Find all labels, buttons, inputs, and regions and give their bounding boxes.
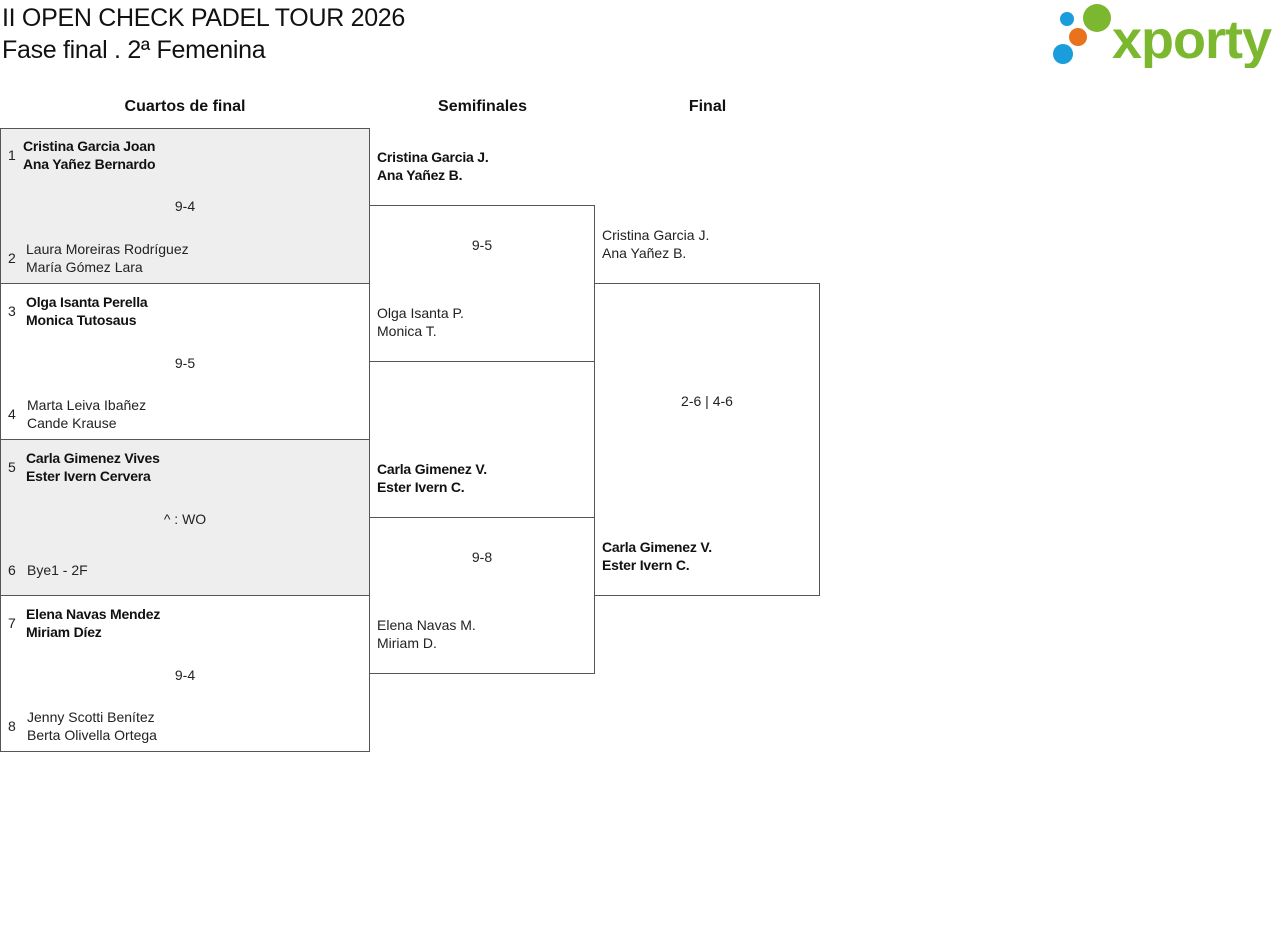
match-score: 9-4	[174, 198, 196, 214]
logo-dot-green	[1083, 4, 1111, 32]
player-name: Elena Navas Mendez	[26, 606, 161, 622]
round-title-final: Final	[688, 98, 727, 115]
seed-number: 7	[8, 615, 16, 631]
player-name: Cristina Garcia Joan	[23, 138, 156, 154]
round-title-semis: Semifinales	[438, 98, 527, 115]
player-name: Cande Krause	[27, 415, 117, 431]
seed-number: 8	[8, 718, 16, 734]
player-name: Cristina Garcia J.	[377, 149, 489, 165]
pair-loser: Jenny Scotti Benítez Berta Olivella Orte…	[27, 708, 157, 744]
match-score: 9-5	[471, 237, 493, 253]
player-name: María Gómez Lara	[26, 259, 143, 275]
player-name: Miriam Díez	[26, 624, 102, 640]
round-title-quarters: Cuartos de final	[124, 98, 246, 115]
pair-winner: Olga Isanta Perella Monica Tutosaus	[26, 293, 148, 329]
player-name: Bye1 - 2F	[27, 562, 88, 578]
pair-winner: Carla Gimenez Vives Ester Ivern Cervera	[26, 449, 160, 485]
seed-number: 4	[8, 406, 16, 422]
player-name: Monica T.	[377, 323, 437, 339]
header: II OPEN CHECK PADEL TOUR 2026 Fase final…	[2, 2, 405, 66]
seed-number: 5	[8, 459, 16, 475]
pair-winner: Elena Navas Mendez Miriam Díez	[26, 605, 160, 641]
player-name: Ana Yañez Bernardo	[23, 156, 156, 172]
logo-dot-blue-large	[1053, 44, 1073, 64]
player-name: Laura Moreiras Rodríguez	[26, 241, 189, 257]
final-match: 2-6 | 4-6 Carla Gimenez V. Ester Ivern C…	[594, 283, 820, 596]
seed-number: 1	[8, 147, 16, 163]
semifinal-1-top-pair: Cristina Garcia J. Ana Yañez B.	[377, 148, 489, 184]
logo-wordmark: xporty	[1112, 10, 1272, 68]
player-name: Ester Ivern Cervera	[26, 468, 151, 484]
player-name: Ana Yañez B.	[602, 245, 687, 261]
match-score: 9-4	[174, 667, 196, 683]
player-name: Ester Ivern C.	[602, 557, 690, 573]
player-name: Carla Gimenez V.	[377, 461, 487, 477]
player-name: Elena Navas M.	[377, 617, 476, 633]
pair-bye: Bye1 - 2F	[27, 561, 88, 579]
player-name: Marta Leiva Ibañez	[27, 397, 147, 413]
semifinal-match-1: 9-5 Olga Isanta P. Monica T.	[369, 205, 595, 362]
quarterfinal-match-4: 7 Elena Navas Mendez Miriam Díez 9-4 8 J…	[0, 595, 370, 752]
pair-loser: Elena Navas M. Miriam D.	[377, 616, 476, 652]
final-score: 2-6 | 4-6	[681, 393, 733, 409]
pair-winner: Cristina Garcia Joan Ana Yañez Bernardo	[23, 137, 156, 173]
semifinal-2-top-pair: Carla Gimenez V. Ester Ivern C.	[377, 460, 487, 496]
seed-number: 3	[8, 303, 16, 319]
player-name: Carla Gimenez Vives	[26, 450, 160, 466]
final-winner-pair: Carla Gimenez V. Ester Ivern C.	[602, 538, 712, 574]
player-name: Olga Isanta Perella	[26, 294, 148, 310]
pair-loser: Laura Moreiras Rodríguez María Gómez Lar…	[26, 240, 189, 276]
logo-dot-orange	[1069, 28, 1087, 46]
seed-number: 6	[8, 562, 16, 578]
player-name: Cristina Garcia J.	[602, 227, 710, 243]
match-score: ^ : WO	[163, 511, 207, 527]
pair-loser: Olga Isanta P. Monica T.	[377, 304, 464, 340]
xporty-logo[interactable]: xporty	[1050, 4, 1276, 68]
pair-loser: Marta Leiva Ibañez Cande Krause	[27, 396, 146, 432]
player-name: Berta Olivella Ortega	[27, 727, 157, 743]
semifinal-match-2: 9-8 Elena Navas M. Miriam D.	[369, 517, 595, 674]
final-top-pair: Cristina Garcia J. Ana Yañez B.	[602, 226, 709, 262]
seed-number: 2	[8, 250, 16, 266]
logo-dot-blue-small	[1060, 12, 1074, 26]
page-subtitle: Fase final . 2ª Femenina	[2, 36, 266, 64]
quarterfinal-match-1: 1 Cristina Garcia Joan Ana Yañez Bernard…	[0, 128, 370, 284]
quarterfinal-match-2: 3 Olga Isanta Perella Monica Tutosaus 9-…	[0, 283, 370, 440]
player-name: Monica Tutosaus	[26, 312, 137, 328]
player-name: Miriam D.	[377, 635, 437, 651]
player-name: Carla Gimenez V.	[602, 539, 712, 555]
player-name: Jenny Scotti Benítez	[27, 709, 155, 725]
player-name: Ana Yañez B.	[377, 167, 463, 183]
page-title: II OPEN CHECK PADEL TOUR 2026	[2, 4, 406, 32]
match-score: 9-8	[471, 549, 493, 565]
player-name: Ester Ivern C.	[377, 479, 465, 495]
quarterfinal-match-3: 5 Carla Gimenez Vives Ester Ivern Cerver…	[0, 439, 370, 596]
player-name: Olga Isanta P.	[377, 305, 464, 321]
match-score: 9-5	[174, 355, 196, 371]
